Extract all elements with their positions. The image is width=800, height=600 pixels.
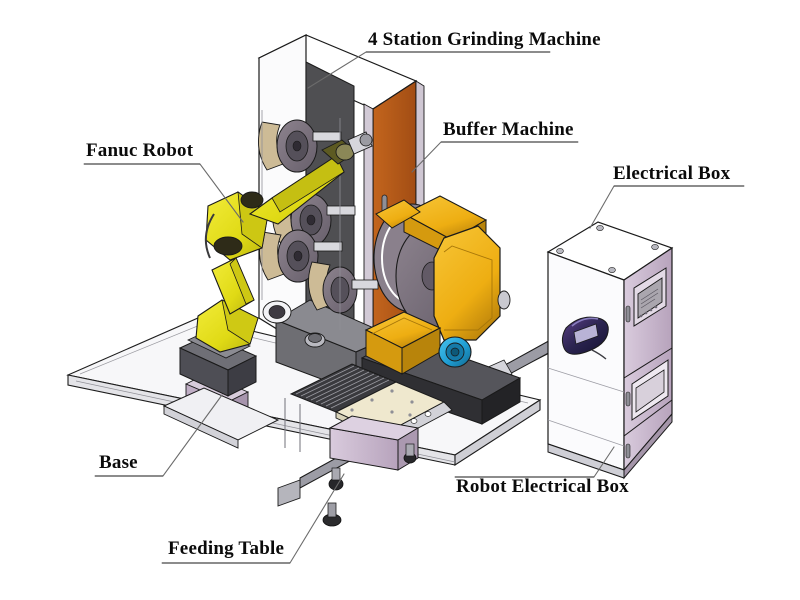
label-feeding-table: Feeding Table [168,538,285,559]
grinding-station-1 [258,119,342,173]
teach-pendant [561,316,609,360]
fanuc-robot [162,131,373,449]
label-base: Base [99,452,138,473]
leader-buffer [411,141,579,173]
label-robot-electrical-box: Robot Electrical Box [456,476,629,497]
label-electrical-box: Electrical Box [613,163,731,184]
feeding-table [284,363,453,491]
label-fanuc-robot: Fanuc Robot [86,140,194,161]
electrical-box [546,221,674,480]
buffer-machine [360,195,522,425]
grinding-station-3 [259,229,343,283]
label-grinding-machine: 4 Station Grinding Machine [368,29,601,50]
leader-elecbox [589,185,745,229]
label-underlines [84,51,744,564]
label-buffer-machine: Buffer Machine [443,119,574,140]
